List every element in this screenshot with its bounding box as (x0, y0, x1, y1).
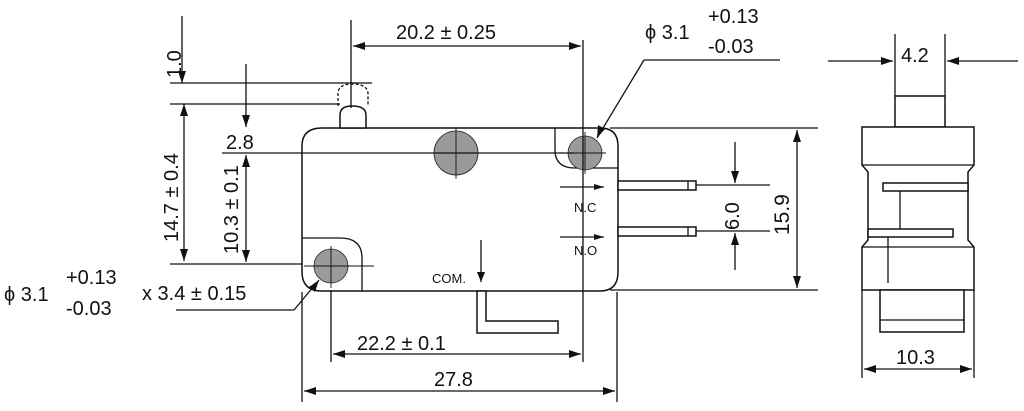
dim-10-3-v: 10.3 ± 0.1 (221, 165, 243, 254)
side-view (828, 34, 1018, 378)
dim-2-8: 2.8 (226, 132, 254, 154)
label-com: COM. (432, 271, 466, 286)
dim-phi-top-plus: +0.13 (708, 6, 759, 28)
dim-10-3-h: 10.3 (896, 347, 935, 369)
front-view (301, 83, 697, 334)
plunger (339, 105, 367, 129)
side-body (861, 126, 975, 291)
dim-phi-top-minus: -0.03 (708, 36, 754, 58)
dim-22-2: 22.2 ± 0.1 (357, 333, 446, 355)
switch-body (301, 127, 619, 292)
dim-1-0: 1.0 (164, 50, 186, 78)
dim-phi-top: ϕ 3.1 (645, 22, 690, 44)
dim-phi-bottom-suffix: x 3.4 ± 0.15 (142, 283, 246, 305)
label-no: N.O (574, 243, 597, 258)
dim-4-2: 4.2 (901, 45, 929, 67)
terminal-com (476, 290, 559, 334)
terminal-no (617, 226, 697, 237)
dim-phi-bottom-plus: +0.13 (66, 267, 117, 289)
dim-phi-bottom-minus: -0.03 (66, 298, 112, 320)
dim-phi-bottom: ϕ 3.1 (4, 284, 49, 306)
dimension-lines (170, 16, 818, 402)
terminal-nc (617, 180, 697, 191)
label-nc: N.C (574, 200, 596, 215)
dim-20-2: 20.2 ± 0.25 (396, 22, 496, 44)
dim-14-7: 14.7 ± 0.4 (161, 153, 183, 242)
dim-6-0: 6.0 (722, 202, 744, 230)
dim-15-9: 15.9 (771, 194, 794, 235)
dim-27-8: 27.8 (434, 369, 473, 391)
